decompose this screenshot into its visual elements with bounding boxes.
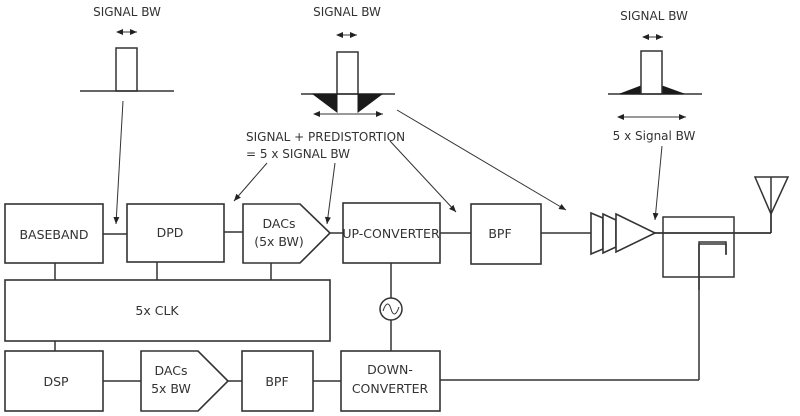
pa-stage-2 [602,212,617,255]
predistortion-label-line2: = 5 x SIGNAL BW [246,147,350,161]
dacs-rx-block: DACs 5x BW [140,350,230,412]
predistortion-left [311,93,338,113]
arrow-to-dpd-output [233,162,268,202]
dacs-rx-label-line1: DACs [155,363,188,378]
coupled-line [698,241,727,290]
arrow-to-dacs-output [324,162,336,225]
dacs-tx-label-line2: (5x BW) [254,234,304,249]
coupler [655,216,771,290]
arrow-to-pa-input [396,109,567,211]
bpf-tx-label: BPF [488,226,511,241]
predistortion-label-line1: SIGNAL + PREDISTORTION [246,130,405,144]
spectrum-predistorted: SIGNAL BW SIGNAL + PREDISTORTION = 5 x S… [246,5,405,161]
dacs-tx-block: DACs (5x BW) [242,203,332,264]
signal-bw-label-2: SIGNAL BW [313,5,381,19]
local-oscillator-icon [379,297,403,321]
regrowth-right [661,85,685,95]
signal-rect-3 [640,50,663,95]
arrow-to-baseband-dpd [113,100,124,225]
bpf-rx-block: BPF [241,350,314,412]
dpd-block: DPD [126,203,225,263]
predistortion-right [357,93,384,113]
pa-stage-1 [590,211,604,256]
bpf-rx-label: BPF [265,374,288,389]
clk-label: 5x CLK [135,303,179,318]
arrow-to-bpf-input [389,140,457,213]
clk-block: 5x CLK [4,279,331,342]
baseband-block: BASEBAND [4,203,104,264]
dacs-tx-label-line1: DACs [263,216,296,231]
regrowth-left [619,85,642,95]
spectrum-pa-output: SIGNAL BW 5 x Signal BW [608,9,702,143]
power-amplifier-chain [590,211,657,256]
down-converter-block: DOWN- CONVERTER [340,350,441,412]
up-converter-block: UP-CONVERTER [342,202,441,264]
down-converter-label-line1: DOWN- [367,362,413,377]
signal-bw-label-1: SIGNAL BW [93,5,161,19]
bpf-tx-block: BPF [470,203,542,265]
dsp-label: DSP [43,374,69,389]
signal-rect-1 [115,47,138,92]
down-converter-label-line2: CONVERTER [352,381,429,396]
pa-stage-3 [615,212,657,254]
baseband-label: BASEBAND [19,227,88,242]
dacs-rx-label-line2: 5x BW [151,381,191,396]
dsp-block: DSP [4,350,104,412]
signal-rect-2 [336,51,359,95]
pointer-arrows [113,100,663,225]
signal-bw-label-3: SIGNAL BW [620,9,688,23]
five-x-signal-bw-label: 5 x Signal BW [613,129,696,143]
arrow-to-pa-output [652,145,663,221]
antenna-icon [753,176,790,233]
up-converter-label: UP-CONVERTER [342,226,440,241]
connections [54,211,772,382]
dpd-label: DPD [157,225,184,240]
spectrum-signal-clean: SIGNAL BW [80,5,174,92]
